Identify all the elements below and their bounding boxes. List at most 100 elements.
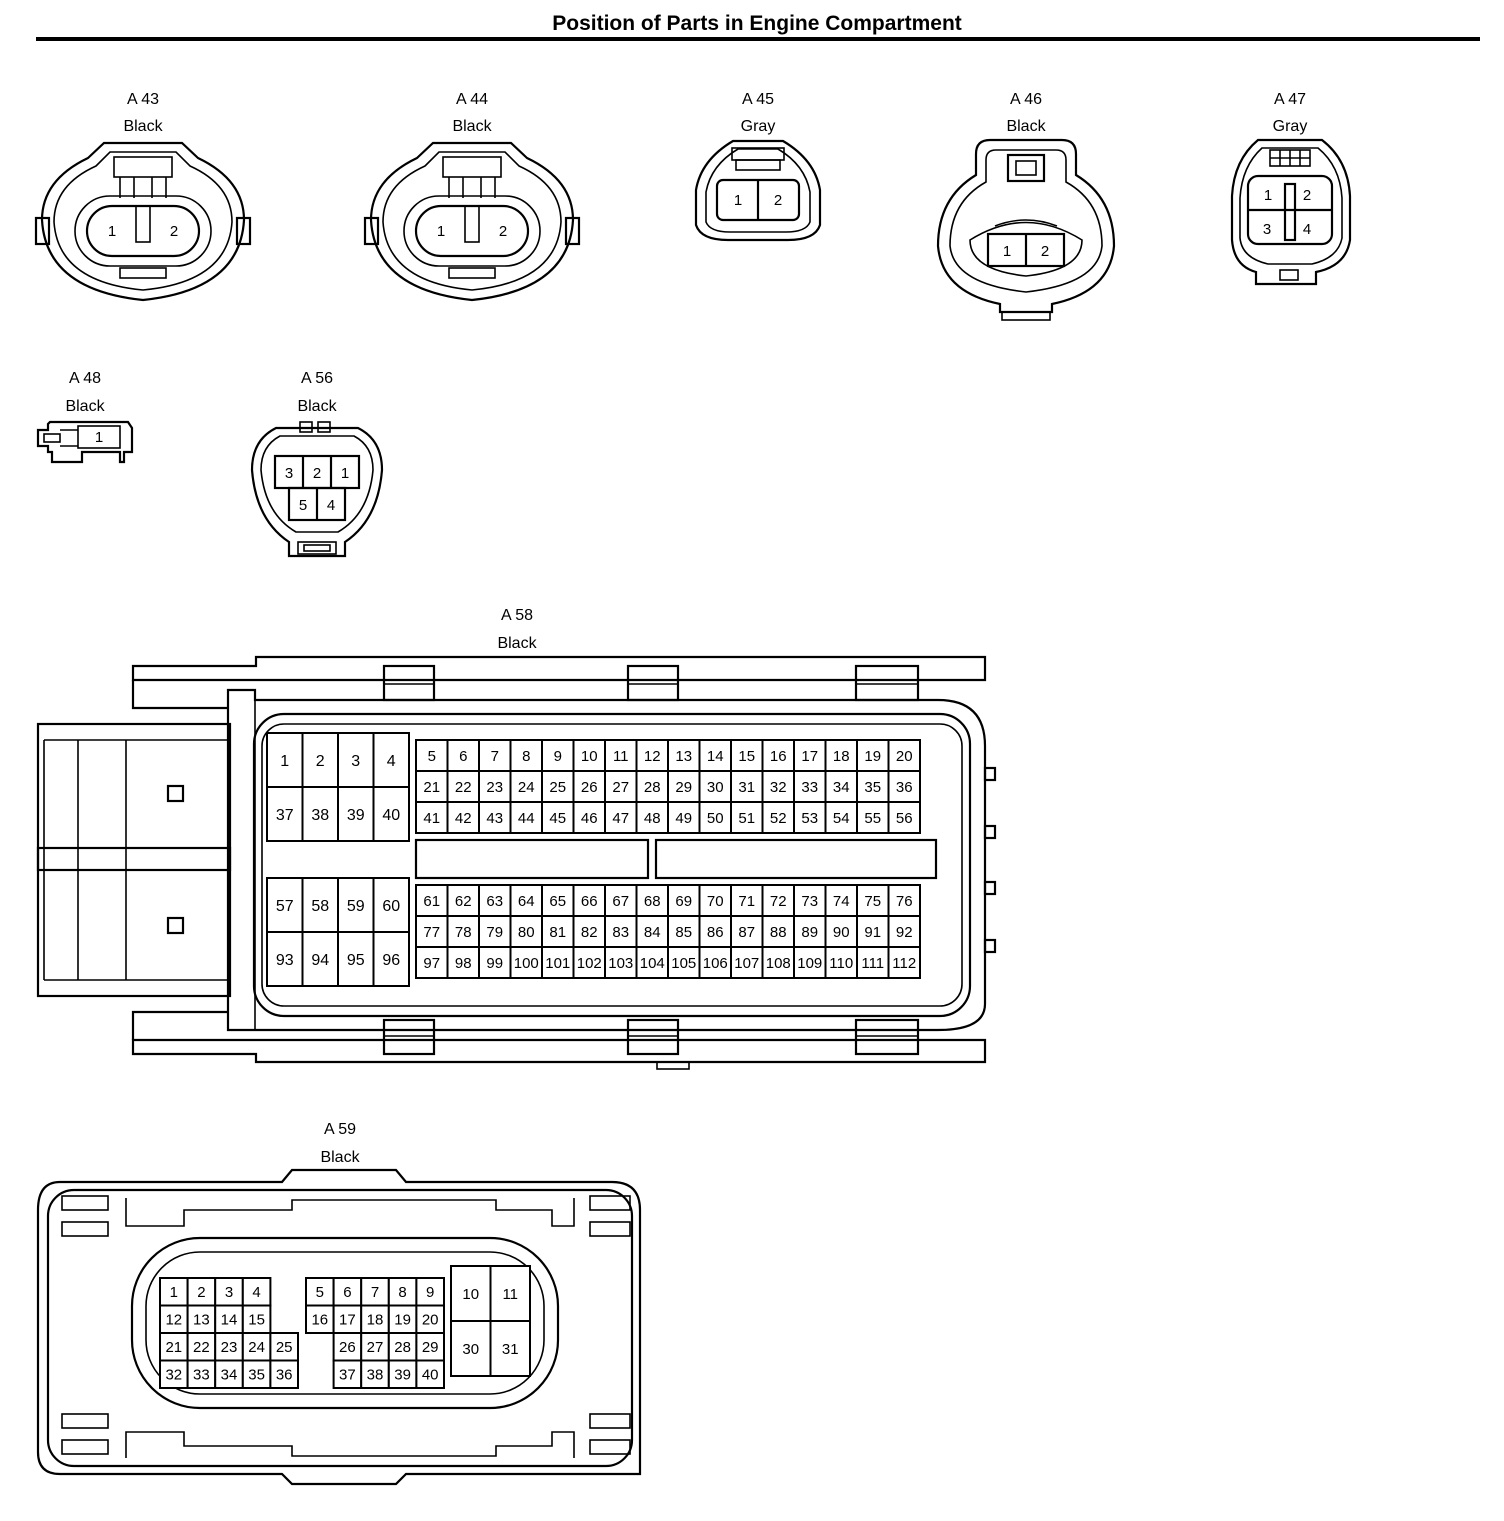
pin-cavity bbox=[887, 884, 921, 917]
pin-label: 90 bbox=[833, 924, 850, 941]
pin-label: 4 bbox=[387, 753, 396, 770]
pin-cavity bbox=[761, 946, 795, 979]
pin-cavity bbox=[698, 946, 732, 979]
pin-label: 11 bbox=[502, 1286, 518, 1303]
pin-label: 10 bbox=[581, 748, 598, 765]
pin-label: 51 bbox=[738, 810, 755, 827]
connector-housing bbox=[1230, 138, 1352, 286]
pin-label: 104 bbox=[640, 955, 665, 972]
pin-label: 17 bbox=[801, 748, 818, 765]
pin-cavity bbox=[887, 915, 921, 948]
pin-cavity bbox=[332, 1359, 363, 1389]
pin-label: 93 bbox=[276, 952, 294, 969]
pin-label: 28 bbox=[644, 779, 661, 796]
pin-label: 74 bbox=[833, 893, 850, 910]
connector-a48: A 48 Black 1 bbox=[36, 370, 134, 464]
pin-cavity bbox=[572, 884, 606, 917]
pin-label: 75 bbox=[864, 893, 881, 910]
pin-cavity bbox=[856, 946, 890, 979]
pin-label: 24 bbox=[518, 779, 535, 796]
pin-cavity bbox=[489, 1265, 531, 1322]
pin-label: 96 bbox=[382, 952, 400, 969]
pin-cavity bbox=[301, 786, 339, 842]
pin-cavity bbox=[604, 801, 638, 834]
pin-label: 38 bbox=[311, 807, 329, 824]
pin-label: 71 bbox=[738, 893, 755, 910]
pin-label: 69 bbox=[675, 893, 692, 910]
pin-label: 2 bbox=[316, 753, 325, 770]
pin-label: 19 bbox=[864, 748, 881, 765]
pin-label: 52 bbox=[770, 810, 787, 827]
connector-a46: A 46 Black 1 2 bbox=[936, 91, 1116, 321]
connector-housing bbox=[936, 138, 1116, 321]
pin-label: 33 bbox=[801, 779, 818, 796]
pin-cavity bbox=[478, 946, 512, 979]
pin-label: 100 bbox=[514, 955, 539, 972]
pin-label: 92 bbox=[896, 924, 913, 941]
pin-label: 36 bbox=[276, 1367, 293, 1384]
pin-label: 37 bbox=[276, 807, 294, 824]
pin-cavity bbox=[698, 739, 732, 772]
pin-cavity bbox=[698, 801, 732, 834]
pin-cavity bbox=[360, 1332, 390, 1362]
pin-label: 6 bbox=[459, 748, 467, 765]
pin-label: 56 bbox=[896, 810, 913, 827]
connector-housing bbox=[250, 421, 384, 558]
pin-label: 54 bbox=[833, 810, 850, 827]
pin-label: 68 bbox=[644, 893, 661, 910]
pin-cavity bbox=[604, 884, 638, 917]
pin-label: 44 bbox=[518, 810, 535, 827]
pin-label: 11 bbox=[613, 748, 629, 765]
pin-label: 58 bbox=[311, 898, 329, 915]
pin-label: 98 bbox=[455, 955, 472, 972]
pin-label: 31 bbox=[502, 1341, 519, 1358]
pin-label: 5 bbox=[299, 497, 307, 514]
pin-label: 34 bbox=[221, 1367, 238, 1384]
pin-cavity bbox=[415, 884, 449, 917]
pin-label: 1 bbox=[437, 223, 445, 240]
pin-label: 1 bbox=[341, 465, 349, 482]
pin-label: 105 bbox=[671, 955, 696, 972]
pin-cavity bbox=[415, 1332, 445, 1362]
pin-label: 91 bbox=[864, 924, 881, 941]
pin-label: 24 bbox=[248, 1339, 265, 1356]
pin-label: 13 bbox=[675, 748, 692, 765]
connector-color: Gray bbox=[1273, 118, 1308, 135]
connector-color: Black bbox=[1006, 118, 1046, 135]
connector-id: A 56 bbox=[301, 370, 333, 387]
pin-label: 30 bbox=[462, 1341, 479, 1358]
pin-label: 13 bbox=[193, 1312, 210, 1329]
pin-label: 49 bbox=[675, 810, 692, 827]
pin-cavity bbox=[159, 1359, 189, 1389]
pin-label: 67 bbox=[612, 893, 629, 910]
pin-label: 47 bbox=[612, 810, 629, 827]
pin-label: 61 bbox=[423, 893, 440, 910]
connector-a58: A 58 Black bbox=[36, 607, 997, 1070]
connector-id: A 44 bbox=[456, 91, 488, 108]
pin-label: 28 bbox=[394, 1339, 411, 1356]
page-title: Position of Parts in Engine Compartment bbox=[552, 12, 962, 35]
pin-label: 111 bbox=[861, 955, 884, 972]
connector-color: Black bbox=[123, 118, 163, 135]
connector-housing bbox=[694, 139, 822, 242]
pin-label: 27 bbox=[612, 779, 629, 796]
connector-id: A 47 bbox=[1274, 91, 1306, 108]
pin-label: 19 bbox=[394, 1312, 411, 1329]
connector-id: A 48 bbox=[69, 370, 101, 387]
connector-a43: A 43 Black 1 2 bbox=[34, 91, 252, 302]
pin-cavity bbox=[887, 801, 921, 834]
pin-label: 73 bbox=[801, 893, 818, 910]
pin-label: 66 bbox=[581, 893, 598, 910]
pin-label: 59 bbox=[347, 898, 365, 915]
pin-label: 36 bbox=[896, 779, 913, 796]
pin-cavity bbox=[667, 801, 701, 834]
pin-label: 89 bbox=[801, 924, 818, 941]
pin-cavity bbox=[415, 1359, 445, 1389]
pin-label: 6 bbox=[343, 1284, 351, 1301]
pin-label: 42 bbox=[455, 810, 472, 827]
pin-label: 32 bbox=[770, 779, 787, 796]
pin-label: 76 bbox=[896, 893, 913, 910]
pin-label: 23 bbox=[221, 1339, 238, 1356]
pin-label: 84 bbox=[644, 924, 661, 941]
